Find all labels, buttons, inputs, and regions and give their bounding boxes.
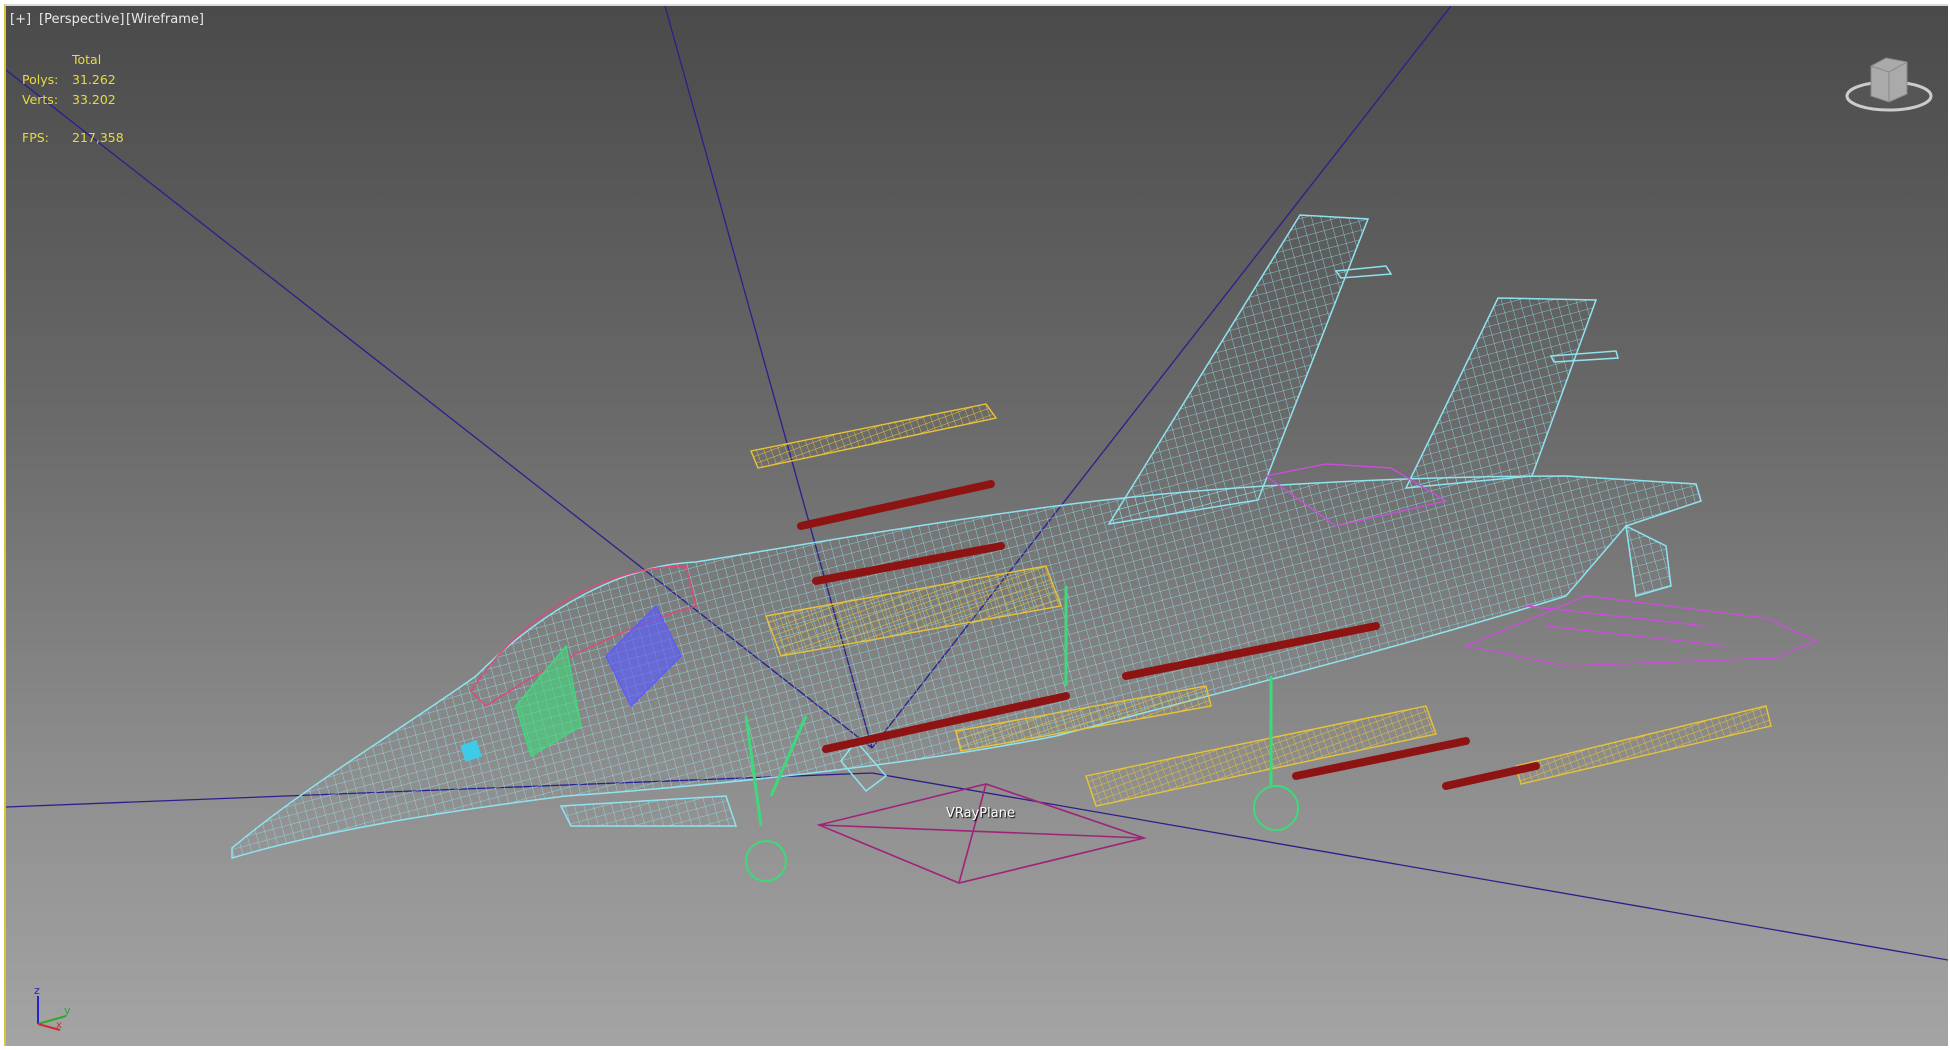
vray-plane-label: VRayPlane bbox=[946, 806, 1015, 821]
axis-y-label: y bbox=[64, 1004, 71, 1017]
vray-plane-object[interactable] bbox=[816, 783, 1147, 884]
axis-z-label: z bbox=[34, 984, 40, 997]
perspective-viewport[interactable]: [+] [Perspective] [Wireframe] Total Poly… bbox=[4, 4, 1948, 1046]
cockpit[interactable] bbox=[460, 565, 697, 762]
fps-value: 217,358 bbox=[72, 130, 124, 145]
polys-value: 31.262 bbox=[72, 72, 116, 87]
axis-x-label: x bbox=[56, 1020, 62, 1031]
stabilizers[interactable] bbox=[1264, 463, 1818, 667]
stats-header: Total bbox=[72, 52, 102, 67]
viewport-menu-plus[interactable]: [+] bbox=[10, 12, 32, 27]
fps-label: FPS: bbox=[22, 130, 49, 145]
external-stores-red[interactable] bbox=[797, 480, 1540, 790]
polys-label: Polys: bbox=[22, 72, 59, 87]
landing-gear[interactable] bbox=[744, 586, 1299, 882]
viewport-point-of-view-menu[interactable]: [Perspective] bbox=[39, 12, 125, 27]
viewcube-icon[interactable] bbox=[1841, 46, 1941, 121]
verts-label: Verts: bbox=[22, 92, 59, 107]
aircraft-fuselage[interactable] bbox=[231, 475, 1702, 860]
axis-tripod-icon: z y x bbox=[34, 984, 71, 1031]
tail-fins[interactable] bbox=[1107, 214, 1619, 526]
external-stores-yellow[interactable] bbox=[750, 403, 1772, 807]
viewport-shading-menu[interactable]: [Wireframe] bbox=[126, 12, 204, 27]
verts-value: 33.202 bbox=[72, 92, 116, 107]
wireframe-scene[interactable] bbox=[6, 6, 1948, 1046]
